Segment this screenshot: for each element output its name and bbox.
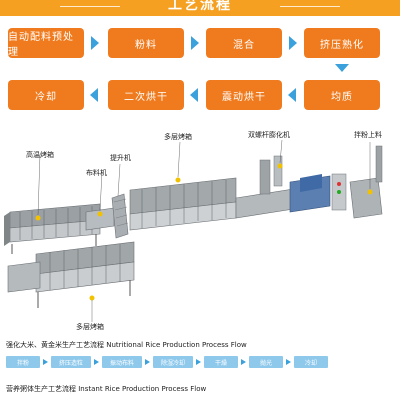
label-multilayer-oven-top: 多层烤箱	[164, 133, 192, 141]
instant-rice-title: 营养粥体生产工艺流程 Instant Rice Production Proce…	[6, 385, 207, 393]
label-mixer-feeder: 拌粉上料	[354, 131, 382, 139]
arrow-right-icon	[145, 359, 150, 365]
arrow-right-icon	[191, 36, 199, 50]
label-spreader: 布料机	[86, 169, 107, 177]
production-line-illustration: 高温烤箱 布料机 提升机 多层烤箱 双螺杆膨化机 拌粉上料 多层烤箱	[0, 122, 400, 332]
arrow-down-icon	[335, 64, 349, 72]
nutritional-rice-steps: 拌粉 挤压造粒 振动布料 除湿冷却 干燥 抛光 冷却	[6, 356, 394, 368]
header-bar: 工艺流程	[0, 0, 400, 16]
arrow-left-icon	[90, 88, 98, 102]
page-title: 工艺流程	[168, 0, 232, 13]
arrow-right-icon	[91, 36, 99, 50]
label-multilayer-oven-bottom: 多层烤箱	[76, 323, 104, 331]
nutritional-rice-title: 强化大米、黄金米生产工艺流程 Nutritional Rice Producti…	[6, 341, 247, 349]
step-cooling: 冷却	[294, 356, 328, 368]
arrow-right-icon	[43, 359, 48, 365]
arrow-right-icon	[94, 359, 99, 365]
step-mixing: 拌粉	[6, 356, 40, 368]
header-divider-right	[280, 6, 340, 7]
step-extrusion: 挤压造粒	[51, 356, 91, 368]
arrow-left-icon	[288, 88, 296, 102]
machinery-drawing	[4, 139, 383, 322]
arrow-right-icon	[241, 359, 246, 365]
flow-step-1: 自动配料预处理	[8, 28, 84, 58]
flow-step-8: 冷却	[8, 80, 84, 110]
flow-step-5: 均质	[304, 80, 380, 110]
arrow-left-icon	[190, 88, 198, 102]
step-polishing: 抛光	[249, 356, 283, 368]
arrow-right-icon	[196, 359, 201, 365]
flow-step-6: 震动烘干	[206, 80, 282, 110]
flow-step-4: 挤压熟化	[304, 28, 380, 58]
step-vibration-spreading: 振动布料	[102, 356, 142, 368]
step-drying: 干燥	[204, 356, 238, 368]
arrow-right-icon	[286, 359, 291, 365]
label-high-temp-oven: 高温烤箱	[26, 151, 54, 159]
label-hoist: 提升机	[110, 154, 131, 162]
flow-step-7: 二次烘干	[108, 80, 184, 110]
header-divider-left	[60, 6, 120, 7]
flow-step-2: 粉料	[108, 28, 184, 58]
flow-step-3: 混合	[206, 28, 282, 58]
step-dehumidify-cool: 除湿冷却	[153, 356, 193, 368]
label-twin-screw-extruder: 双螺杆膨化机	[248, 131, 290, 139]
arrow-right-icon	[289, 36, 297, 50]
